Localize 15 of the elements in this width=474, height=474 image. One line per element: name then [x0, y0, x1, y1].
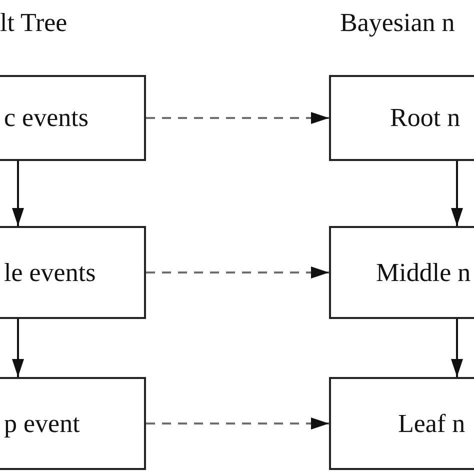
arrow [146, 418, 329, 430]
arrow [451, 161, 463, 226]
node-label: Middle n [376, 258, 471, 288]
arrow [146, 266, 329, 278]
arrow [146, 112, 329, 124]
node-label: c events [4, 103, 88, 133]
node-label: Root n [390, 103, 460, 133]
arrow [12, 161, 24, 226]
node-label: le events [4, 258, 96, 288]
arrow [12, 319, 24, 377]
column-heading: lt Tree [0, 8, 68, 38]
node-label: p event [4, 408, 80, 438]
column-heading: Bayesian n [340, 8, 455, 38]
node-label: Leaf n [398, 408, 466, 438]
arrow [451, 319, 463, 377]
